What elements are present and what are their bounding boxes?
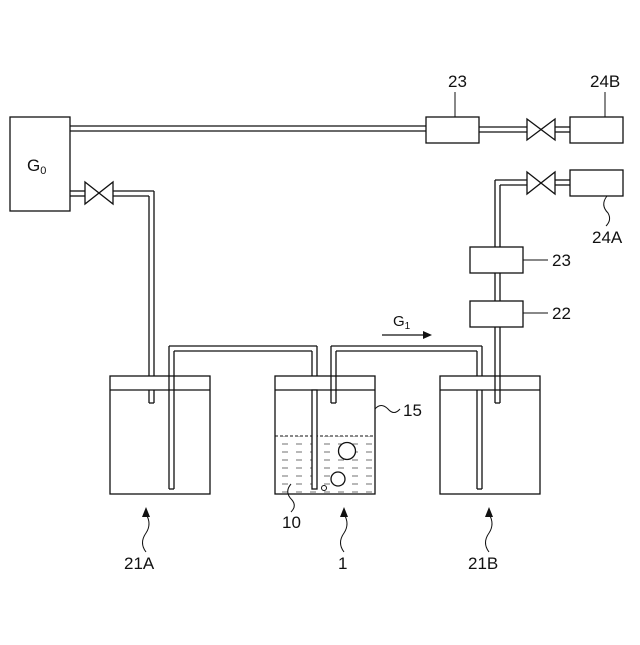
bubble-small (322, 486, 327, 491)
arrow-21b (485, 507, 493, 552)
valve-top-icon (527, 119, 555, 140)
container-1 (275, 346, 375, 494)
pipe-1-to-21b (331, 346, 482, 376)
unit-23-top (426, 117, 479, 143)
label-24a: 24A (592, 228, 623, 247)
arrow-1 (340, 507, 348, 552)
unit-23-right (470, 247, 523, 273)
pipe-21a-to-1 (169, 346, 317, 376)
label-1: 1 (338, 554, 347, 573)
label-23-top: 23 (448, 72, 467, 91)
label-22: 22 (552, 304, 571, 323)
label-21a: 21A (124, 554, 155, 573)
gas-source-g0: G0 (10, 117, 70, 211)
svg-text:G1: G1 (393, 313, 411, 332)
unit-24b (570, 117, 623, 143)
bubble-medium (331, 472, 345, 486)
label-15: 15 (403, 401, 422, 420)
vessel-21a (110, 346, 210, 494)
top-pipe (70, 126, 426, 131)
pipe-to-21a (70, 191, 154, 376)
flow-arrow-g1: G1 (382, 313, 432, 339)
label-21b: 21B (468, 554, 498, 573)
vessel-21b (440, 180, 540, 494)
label-24b: 24B (590, 72, 620, 91)
valve-right-icon (527, 172, 555, 194)
unit-22 (470, 301, 523, 327)
label-23-right: 23 (552, 251, 571, 270)
arrow-21a (142, 507, 150, 552)
label-10: 10 (282, 513, 301, 532)
valve-left-icon (85, 182, 113, 204)
unit-24a (570, 170, 623, 196)
bubble-large (339, 443, 356, 460)
pipe-to-24b (479, 127, 570, 132)
